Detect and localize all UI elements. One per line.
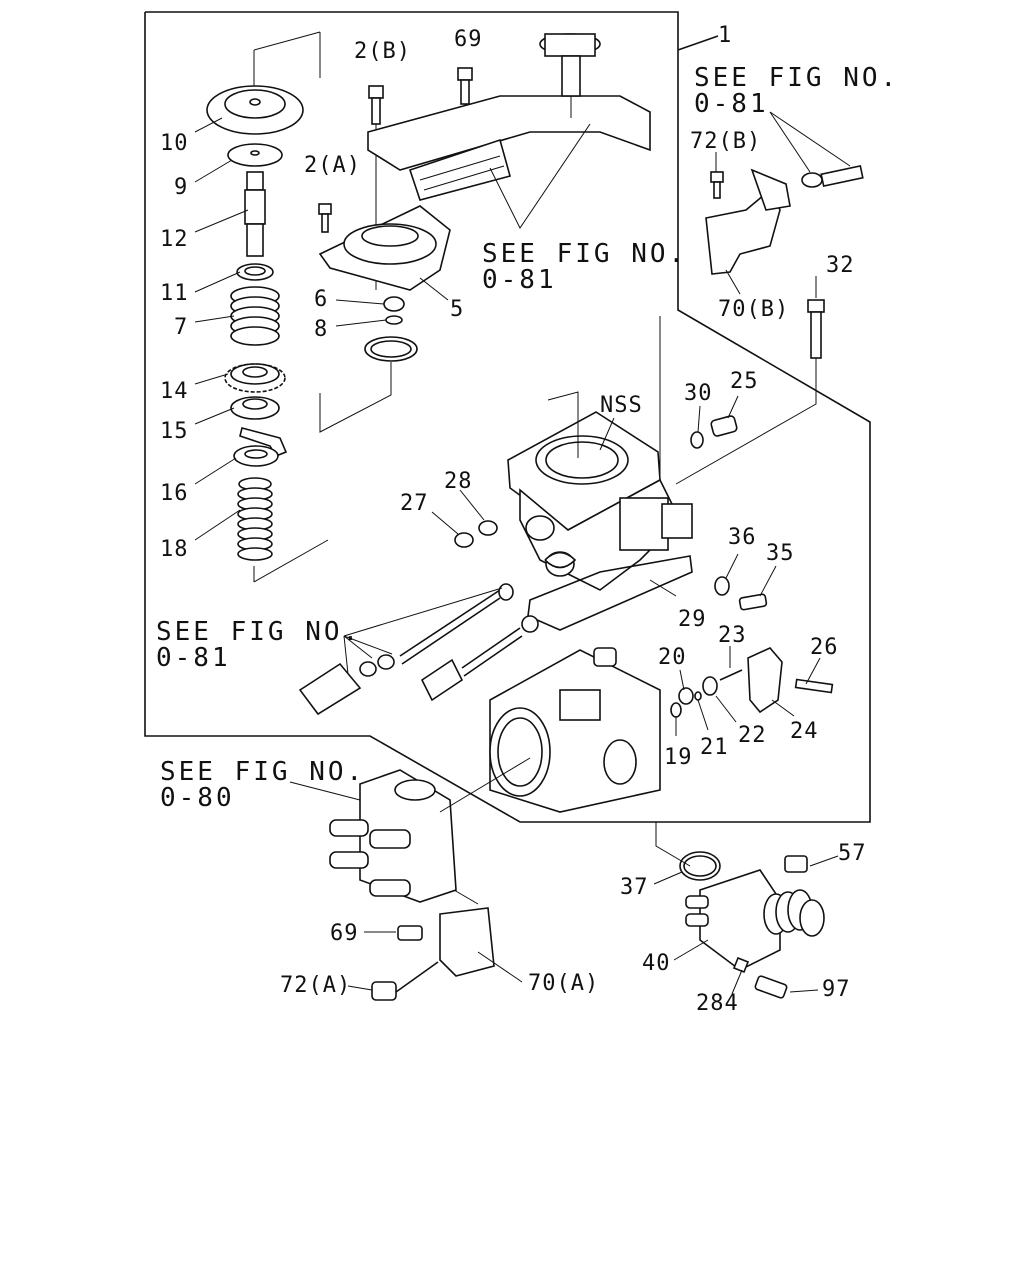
cover-and-bracket xyxy=(318,33,651,433)
label-14: 14 xyxy=(160,379,189,404)
pump-head xyxy=(329,757,531,1001)
label-19: 19 xyxy=(664,745,693,770)
label-16: 16 xyxy=(160,481,189,506)
label-9: 9 xyxy=(174,175,188,200)
governor-spring-stack xyxy=(206,31,329,583)
reference-center-line1: SEE FIG NO. xyxy=(482,239,687,269)
label-284: 284 xyxy=(696,991,739,1016)
leader-lines xyxy=(194,117,839,995)
reference-left-line2: 0-81 xyxy=(156,643,231,673)
label-21: 21 xyxy=(700,735,729,760)
label-36: 36 xyxy=(728,525,757,550)
label-35: 35 xyxy=(766,541,795,566)
throttle-body xyxy=(454,391,768,631)
label-72a: 72(A) xyxy=(280,973,351,998)
label-1: 1 xyxy=(718,23,732,48)
part-labels: 1 2(B) 69 2(A) 10 9 12 11 7 14 15 16 18 … xyxy=(160,23,867,1016)
label-97: 97 xyxy=(822,977,851,1002)
label-5: 5 xyxy=(450,297,464,322)
label-24: 24 xyxy=(790,719,819,744)
adjusting-screws xyxy=(298,583,539,716)
label-69-bottom: 69 xyxy=(330,921,359,946)
label-11: 11 xyxy=(160,281,189,306)
label-20: 20 xyxy=(658,645,687,670)
figure-references: SEE FIG NO. 0-81 SEE FIG NO. 0-81 SEE FI… xyxy=(156,63,899,813)
label-28: 28 xyxy=(444,469,473,494)
label-57: 57 xyxy=(838,841,867,866)
label-70a: 70(A) xyxy=(528,971,599,996)
reference-top-right-line1: SEE FIG NO. xyxy=(694,63,899,93)
label-12: 12 xyxy=(160,227,189,252)
label-32: 32 xyxy=(826,253,855,278)
label-70b: 70(B) xyxy=(718,297,789,322)
label-nss: NSS xyxy=(600,393,643,418)
actuator-coil xyxy=(763,889,825,937)
lever-assembly xyxy=(670,647,834,718)
actuator-assembly xyxy=(655,822,825,999)
label-18: 18 xyxy=(160,537,189,562)
label-10: 10 xyxy=(160,131,189,156)
rubber-boot xyxy=(237,477,273,561)
label-40: 40 xyxy=(642,951,671,976)
label-26: 26 xyxy=(810,635,839,660)
label-72b: 72(B) xyxy=(690,129,761,154)
reference-bottom-left-line1: SEE FIG NO. xyxy=(160,757,365,787)
lower-housing xyxy=(489,647,661,813)
label-7: 7 xyxy=(174,315,188,340)
label-2b: 2(B) xyxy=(354,39,411,64)
right-bracket xyxy=(659,111,864,530)
coil-spring xyxy=(230,286,280,346)
label-23: 23 xyxy=(718,623,747,648)
label-30: 30 xyxy=(684,381,713,406)
reference-left-line1: SEE FIG NO. xyxy=(156,617,361,647)
label-69-top: 69 xyxy=(454,27,483,52)
reference-bottom-left-line2: 0-80 xyxy=(160,783,235,813)
assembly-frame xyxy=(144,11,871,823)
label-15: 15 xyxy=(160,419,189,444)
label-29: 29 xyxy=(678,607,707,632)
label-2a: 2(A) xyxy=(304,153,361,178)
label-37: 37 xyxy=(620,875,649,900)
label-22: 22 xyxy=(738,723,767,748)
label-8: 8 xyxy=(314,317,328,342)
reference-center-line2: 0-81 xyxy=(482,265,557,295)
label-6: 6 xyxy=(314,287,328,312)
label-27: 27 xyxy=(400,491,429,516)
reference-top-right-line2: 0-81 xyxy=(694,89,769,119)
label-25: 25 xyxy=(730,369,759,394)
